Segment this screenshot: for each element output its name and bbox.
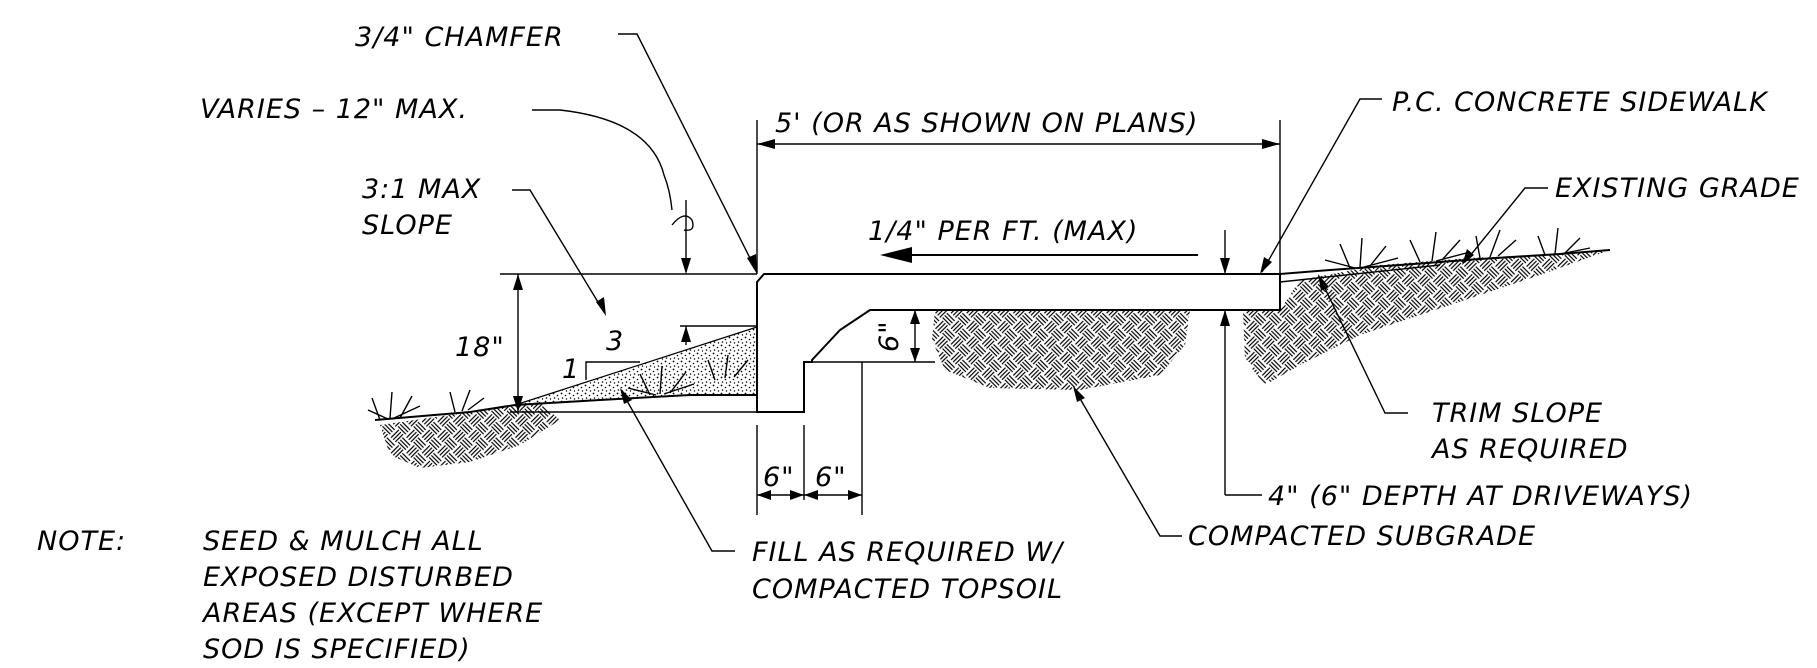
trim-slope-line — [1279, 264, 1441, 283]
varies-label: VARIES – 12" MAX. — [200, 94, 468, 125]
toe-width-dimension — [756, 362, 863, 515]
cross-slope-label: 1/4" PER FT. (MAX) — [868, 216, 1138, 247]
right-subgrade-hatch — [1243, 250, 1610, 385]
width-dimension — [756, 120, 1281, 274]
ground-line-left — [374, 394, 757, 421]
pc-sidewalk-label: P.C. CONCRETE SIDEWALK — [1392, 87, 1769, 118]
toe-width-label-2: 6" — [815, 462, 847, 493]
slope-triangle — [585, 361, 640, 380]
note-line-1: SEED & MULCH ALL — [203, 526, 484, 557]
fill-label-line2: COMPACTED TOPSOIL — [752, 574, 1063, 605]
varies-dimension — [671, 200, 757, 345]
sidewalk-width-label: 5' (OR AS SHOWN ON PLANS) — [775, 108, 1198, 139]
grass-tufts — [367, 227, 1591, 421]
toe-width-label-1: 6" — [763, 462, 795, 493]
trim-slope-line1: TRIM SLOPE — [1432, 398, 1603, 429]
note-heading: NOTE: — [37, 526, 126, 557]
topsoil-fill — [514, 326, 758, 406]
depth-dimension — [812, 310, 935, 363]
height-18-label: 18" — [455, 332, 505, 363]
note-line-3: AREAS (EXCEPT WHERE — [201, 598, 543, 629]
slope-rise-label: 1 — [562, 354, 580, 385]
subgrade-label: COMPACTED SUBGRADE — [1188, 521, 1536, 552]
concrete-sidewalk — [756, 273, 1281, 413]
leader-lines — [512, 33, 1548, 552]
center-subgrade-hatch — [932, 310, 1190, 390]
trim-slope-line2: AS REQUIRED — [1430, 434, 1629, 465]
fill-label-line1: FILL AS REQUIRED W/ — [752, 537, 1065, 568]
existing-grade-label: EXISTING GRADE — [1555, 173, 1800, 204]
depth-6-label: 6" — [874, 320, 905, 352]
slope-label-line1: 3:1 MAX — [362, 174, 481, 205]
slope-label-line2: SLOPE — [362, 210, 453, 241]
thickness-dimension — [1220, 230, 1262, 496]
slope-run-label: 3 — [606, 326, 624, 357]
thickness-label: 4" (6" DEPTH AT DRIVEWAYS) — [1268, 481, 1693, 512]
cross-slope-arrow — [880, 247, 1198, 263]
note-block: NOTE: SEED & MULCH ALL EXPOSED DISTURBED… — [37, 526, 543, 665]
chamfer-label: 3/4" CHAMFER — [355, 22, 564, 53]
existing-grade-line — [1279, 249, 1611, 275]
left-subgrade-hatch — [380, 402, 560, 468]
note-line-2: EXPOSED DISTURBED — [203, 562, 514, 593]
note-line-4: SOD IS SPECIFIED) — [203, 634, 471, 665]
